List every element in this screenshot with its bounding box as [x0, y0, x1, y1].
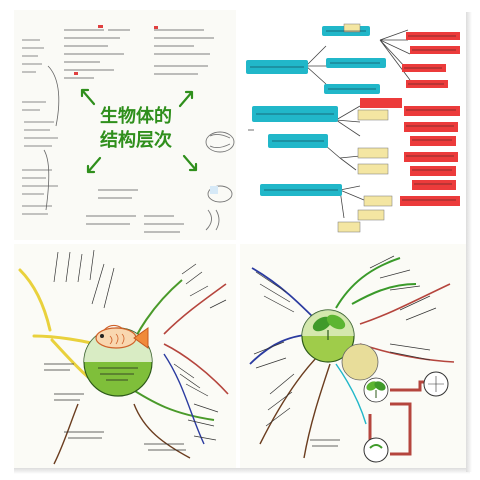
notes-drawing: 生物体的 结构层次	[14, 10, 236, 240]
title-line-2: 结构层次	[100, 129, 172, 151]
mindmap-drawing-bottom-right	[240, 244, 468, 470]
panel-cyan-red-mindmap	[240, 10, 468, 240]
panel-fish-mindmap	[14, 244, 236, 470]
mindmap-drawing-top-right	[240, 10, 468, 240]
panel-structure-levels-notes: 生物体的 结构层次	[14, 10, 236, 240]
fish-illustration	[95, 324, 149, 349]
right-shadow	[466, 12, 472, 472]
title-line-1: 生物体的	[100, 105, 172, 127]
bottom-shadow	[14, 468, 470, 474]
panel-leaf-mindmap	[240, 244, 468, 470]
seedling-illustration	[363, 377, 389, 403]
mindmap-drawing-bottom-left	[14, 244, 236, 470]
leaf-sprout-illustration	[312, 314, 346, 340]
